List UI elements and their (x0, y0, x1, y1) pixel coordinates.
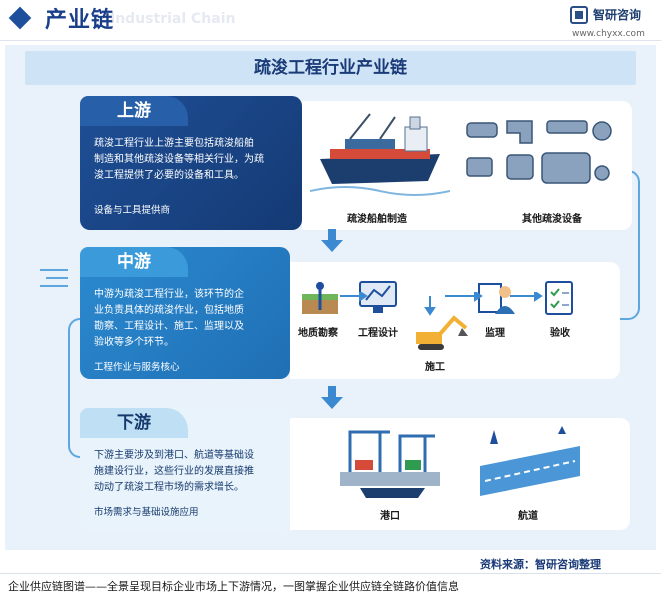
midstream-description: 中游为疏浚工程行业，该环节的企 业负责具体的疏浚作业，包括地质 勘察、工程设计、… (94, 287, 244, 351)
midstream-desc-line: 业负责具体的疏浚作业，包括地质 (94, 305, 244, 316)
downstream-footer: 市场需求与基础设施应用 (94, 507, 199, 518)
lines-icon (40, 266, 70, 294)
item-label: 施工 (425, 362, 445, 373)
upstream-desc-line: 疏浚工程行业上游主要包括疏浚船舶 (94, 138, 254, 149)
arrow-down-icon (321, 397, 343, 409)
header-divider (0, 40, 661, 41)
upstream-desc-line: 浚工程提供了必要的设备和工具。 (94, 170, 244, 181)
checklist-icon (540, 280, 580, 320)
dredger-ship-icon (309, 109, 451, 208)
item-label: 验收 (550, 328, 570, 339)
process-arrows (330, 290, 560, 336)
downstream-desc-line: 施建设行业，这些行业的发展直接推 (94, 466, 254, 477)
survey-icon (300, 280, 340, 320)
midstream-items: 地质勘察 工程设计 施工 监理 验收 (290, 262, 620, 379)
header-ghost-text: Industrial Chain (110, 11, 236, 27)
brand-url: www.chyxx.com (572, 29, 645, 39)
midstream-tab[interactable]: 中游 (80, 247, 188, 277)
item-label: 工程设计 (358, 328, 398, 339)
footer-text: 企业供应链图谱——全景呈现目标企业市场上下游情况，一图掌握企业供应链全链路价值信… (8, 580, 459, 593)
header: Industrial Chain 产业链 智研咨询 www.chyxx.com (0, 0, 661, 48)
diamond-icon (8, 6, 32, 30)
source-note: 资料来源：智研咨询整理 (480, 558, 601, 571)
supervisor-icon (475, 280, 515, 320)
downstream-desc-line: 动动了疏浚工程市场的需求增长。 (94, 482, 244, 493)
brand-logo-icon (570, 6, 588, 24)
waterway-icon (480, 426, 580, 502)
item-label: 疏浚船舶制造 (347, 214, 407, 225)
downstream-items: 港口 航道 (290, 418, 630, 530)
upstream-footer: 设备与工具提供商 (94, 205, 171, 216)
header-title: 产业链 (45, 8, 115, 33)
downstream-tab[interactable]: 下游 (80, 408, 188, 438)
midstream-desc-line: 勘察、工程设计、施工、监理以及 (94, 321, 244, 332)
upstream-panel: 疏浚工程行业上游主要包括疏浚船舶 制造和其他疏浚设备等相关行业，为疏 浚工程提供… (80, 96, 302, 230)
item-label: 地质勘察 (298, 328, 338, 339)
upstream-desc-line: 制造和其他疏浚设备等相关行业，为疏 (94, 154, 264, 165)
downstream-description: 下游主要涉及到港口、航道等基础设 施建设行业，这些行业的发展直接推 动动了疏浚工… (94, 448, 254, 496)
arrow-down-icon (321, 240, 343, 252)
flow-arrow-stem (328, 386, 336, 398)
flow-arrow-stem (328, 229, 336, 241)
upstream-tab[interactable]: 上游 (80, 96, 188, 126)
pipe-equipment-icon (462, 113, 622, 207)
footer-divider (0, 573, 661, 574)
upstream-items: 疏浚船舶制造 其他疏浚设备 (302, 101, 632, 230)
midstream-desc-line: 中游为疏浚工程行业，该环节的企 (94, 289, 244, 300)
item-label: 监理 (485, 328, 505, 339)
port-crane-icon (330, 422, 450, 508)
midstream-desc-line: 验收等多个环节。 (94, 337, 174, 348)
page-title: 疏浚工程行业产业链 (25, 51, 636, 85)
brand-name: 智研咨询 (593, 8, 642, 22)
item-label: 港口 (380, 511, 400, 522)
item-label: 航道 (518, 511, 538, 522)
upstream-description: 疏浚工程行业上游主要包括疏浚船舶 制造和其他疏浚设备等相关行业，为疏 浚工程提供… (94, 136, 264, 184)
excavator-icon (410, 310, 470, 356)
midstream-footer: 工程作业与服务核心 (94, 362, 180, 373)
item-label: 其他疏浚设备 (522, 214, 582, 225)
downstream-desc-line: 下游主要涉及到港口、航道等基础设 (94, 450, 254, 461)
connector-left (68, 318, 88, 458)
